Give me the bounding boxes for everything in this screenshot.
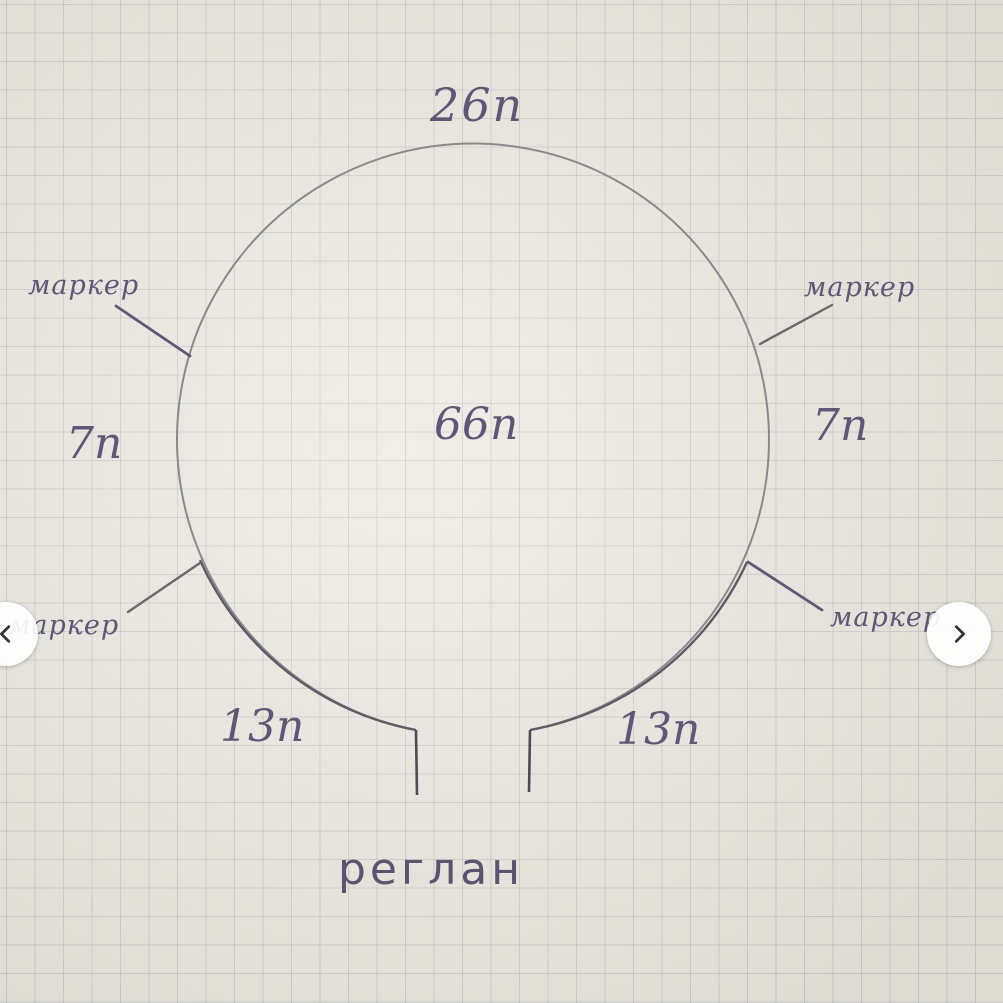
bottom-left-arc xyxy=(198,559,417,732)
marker-pointer-top-left xyxy=(114,304,192,358)
opening-left-line xyxy=(414,729,419,796)
label-marker-top-left: маркер xyxy=(28,270,140,301)
label-right-count: 7п xyxy=(812,400,869,451)
marker-pointer-top-right xyxy=(758,303,834,346)
label-marker-bottom-right: маркер xyxy=(830,602,942,633)
label-bottom-right-count: 13п xyxy=(616,704,701,755)
label-marker-top-right: маркер xyxy=(804,272,916,303)
label-raglan: реглан xyxy=(338,844,524,895)
chevron-right-icon xyxy=(954,625,965,643)
label-left-count: 7п xyxy=(66,418,123,469)
label-bottom-left-count: 13п xyxy=(220,701,305,752)
next-image-button[interactable] xyxy=(927,602,991,666)
opening-right-line xyxy=(527,729,532,793)
marker-pointer-bottom-right xyxy=(746,560,824,612)
label-top-count: 26п xyxy=(430,78,525,132)
label-center-count: 66п xyxy=(434,399,519,450)
chevron-left-icon xyxy=(0,625,11,643)
bottom-right-arc xyxy=(529,561,749,732)
marker-pointer-bottom-left xyxy=(126,561,202,614)
neckline-arc xyxy=(176,142,770,731)
